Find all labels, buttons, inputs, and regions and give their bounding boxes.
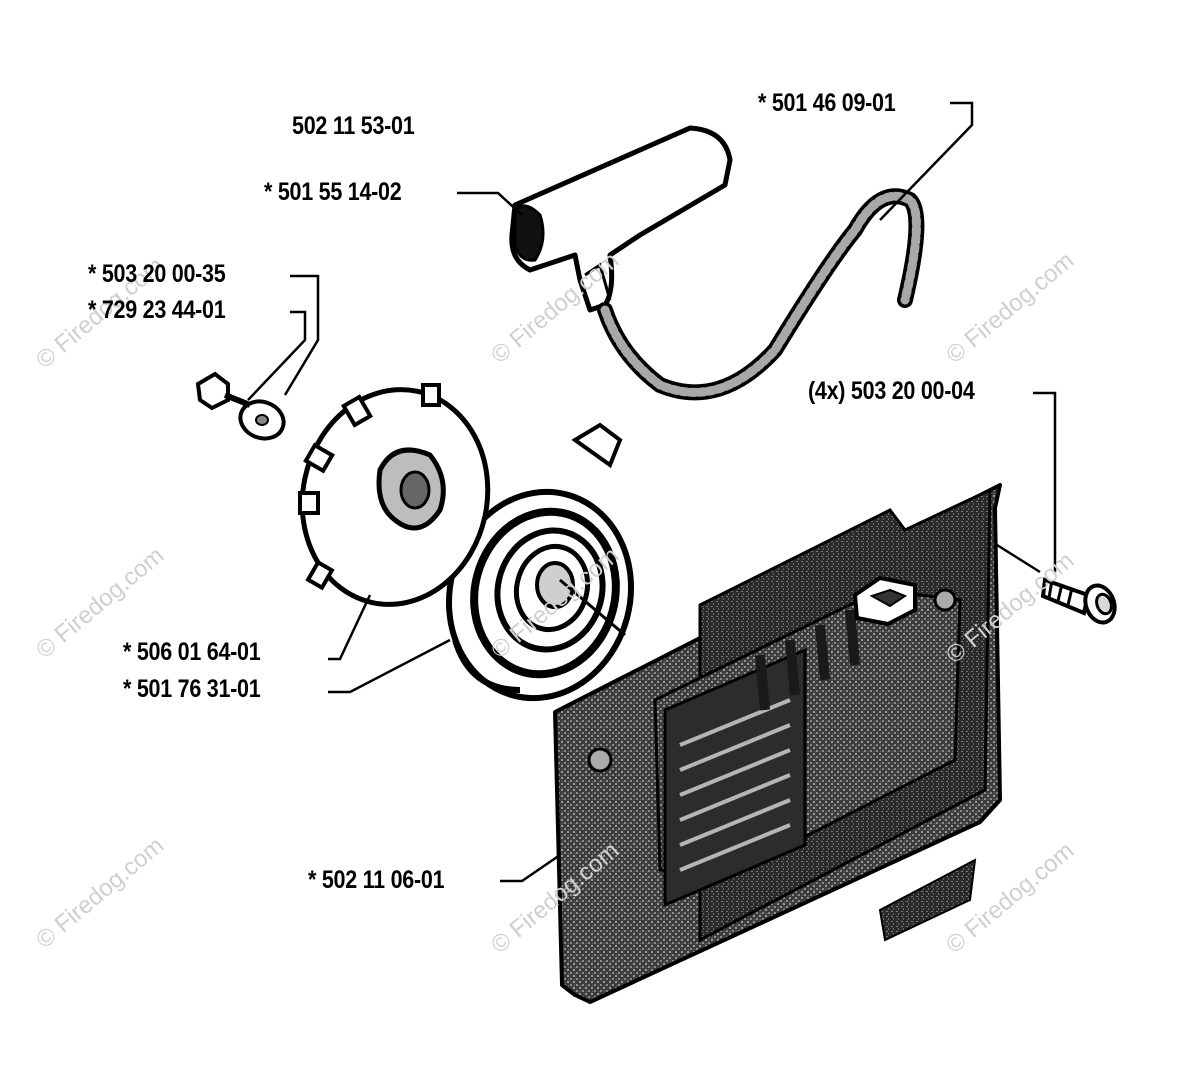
starter-rope-drawing bbox=[597, 188, 925, 401]
assembly-number-label: 502 11 53-01 bbox=[292, 112, 415, 140]
leader-lines bbox=[247, 101, 1057, 883]
washer-label: * 729 23 44-01 bbox=[88, 296, 226, 324]
starter-handle-drawing bbox=[509, 125, 733, 313]
washer-drawing bbox=[238, 399, 286, 441]
mounting-screws-label: (4x) 503 20 00-04 bbox=[808, 377, 975, 405]
starter-housing-drawing bbox=[553, 483, 1002, 1004]
recoil-spring-drawing bbox=[445, 422, 635, 702]
rope-pulley-label: * 506 01 64-01 bbox=[123, 638, 261, 666]
recoil-spring-label: * 501 76 31-01 bbox=[123, 675, 261, 703]
handle-insert-label: * 501 55 14-02 bbox=[264, 178, 402, 206]
rope-pulley-drawing bbox=[298, 383, 491, 607]
center-screw-label: * 503 20 00-35 bbox=[88, 260, 226, 288]
starter-rope-label: * 501 46 09-01 bbox=[758, 89, 896, 117]
starter-housing-label: * 502 11 06-01 bbox=[308, 866, 445, 894]
mounting-screw-drawing bbox=[1040, 577, 1117, 625]
center-screw-drawing bbox=[195, 371, 252, 411]
